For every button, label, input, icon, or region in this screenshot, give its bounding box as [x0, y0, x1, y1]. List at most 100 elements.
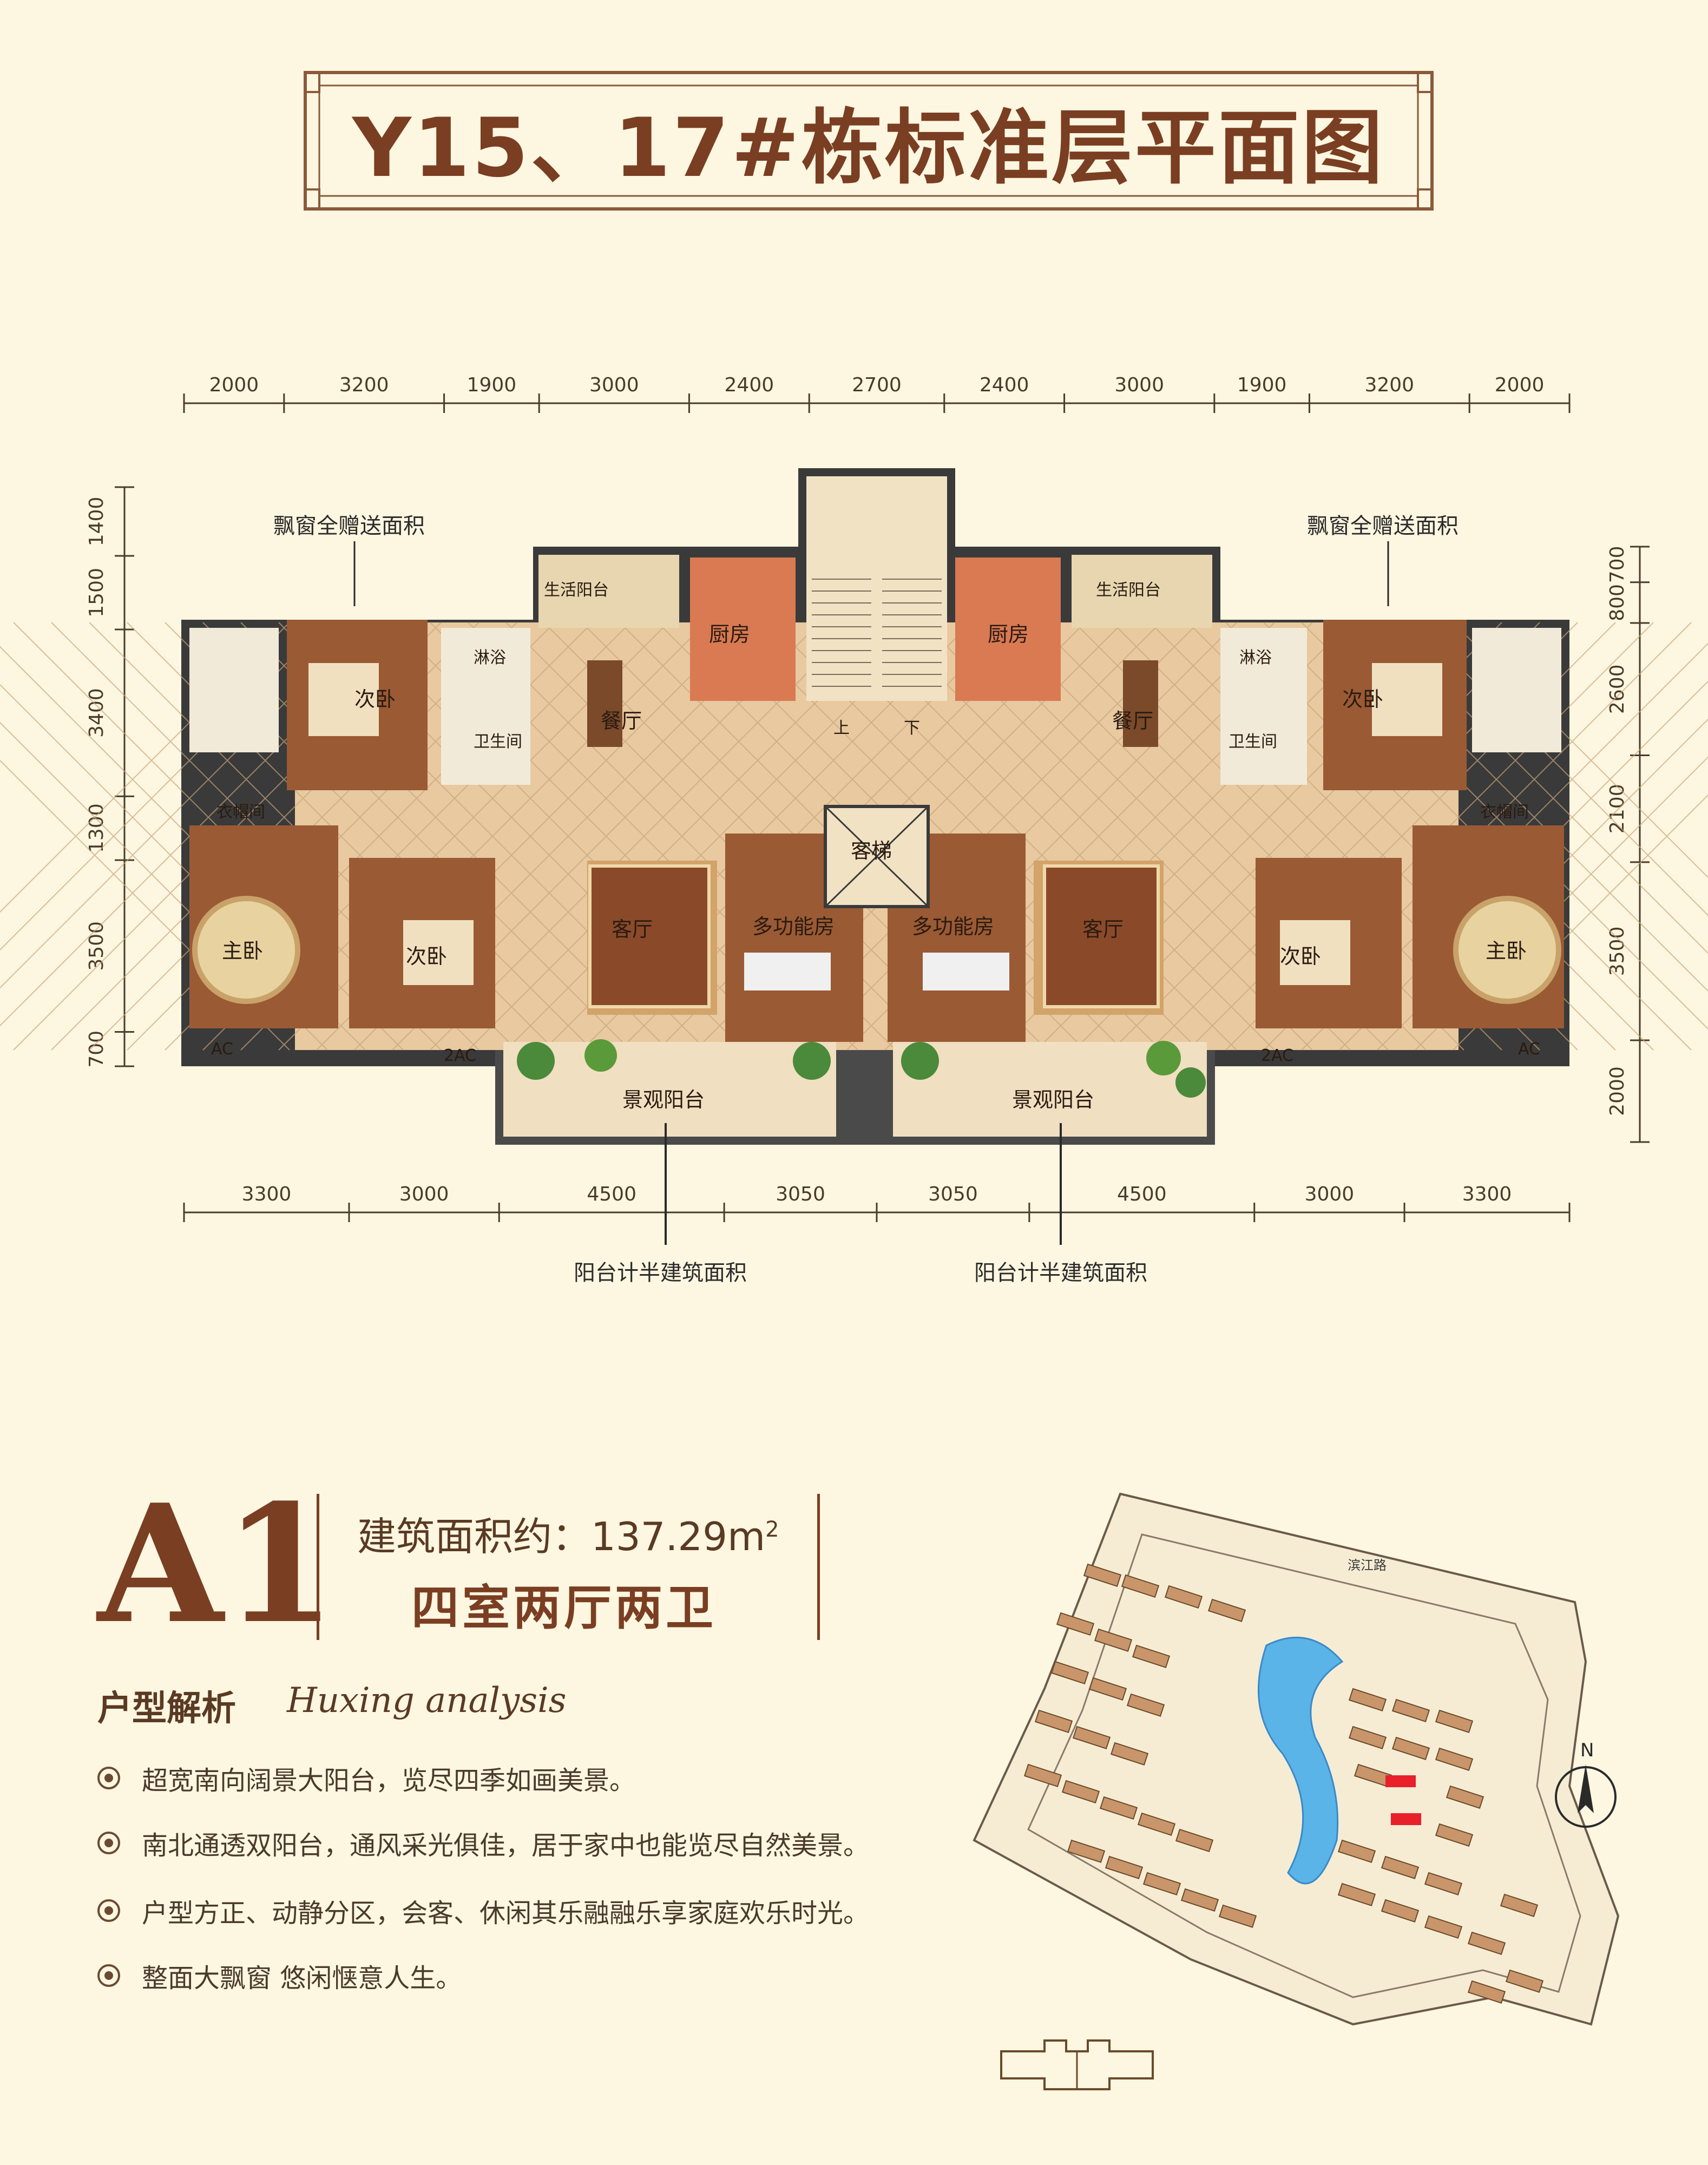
site-building — [1105, 1855, 1144, 1879]
label-shower-left: 淋浴 — [474, 648, 506, 667]
stair-core — [806, 476, 947, 908]
landscape-balconies — [503, 1039, 1207, 1137]
label-service-balcony-right: 生活阳台 — [1096, 581, 1161, 600]
site-building — [1175, 1828, 1214, 1852]
dimension-label: 3000 — [589, 374, 639, 396]
dimension-label: 2000 — [1606, 1066, 1628, 1116]
key-plan-thumbnail — [1000, 2039, 1154, 2090]
left-unit-rooms — [189, 555, 863, 1042]
label-ac-left: AC — [211, 1040, 233, 1059]
label-living-left: 客厅 — [612, 917, 653, 941]
site-building — [1435, 1709, 1474, 1733]
page-title: Y15、17#栋标准层平面图 — [352, 101, 1385, 195]
site-building — [1500, 1893, 1539, 1917]
site-building — [1083, 1563, 1122, 1587]
label-second-bed-right: 次卧 — [1280, 944, 1321, 968]
site-building — [1505, 1969, 1544, 1993]
site-building — [1381, 1899, 1420, 1923]
label-second-bed-right-north: 次卧 — [1342, 687, 1383, 711]
dimension-label: 1900 — [1237, 374, 1287, 396]
site-building — [1132, 1644, 1171, 1668]
label-shower-right: 淋浴 — [1239, 648, 1272, 667]
area-line: 建筑面积约：137.29m2 — [357, 1505, 779, 1562]
label-multi-left: 多功能房 — [752, 915, 835, 939]
site-building — [1072, 1726, 1111, 1749]
label-dining-right: 餐厅 — [1112, 709, 1153, 733]
site-building — [1164, 1585, 1203, 1609]
dimension-label: 4500 — [1117, 1183, 1167, 1205]
dimension-label: 2400 — [980, 374, 1029, 396]
bullet-icon — [97, 1832, 120, 1854]
site-building — [1088, 1677, 1127, 1701]
dimension-label: 3200 — [1364, 374, 1414, 396]
label-master-bed-left: 主卧 — [222, 939, 263, 963]
site-building — [1424, 1915, 1463, 1939]
label-landscape-balcony-left: 景观阳台 — [622, 1088, 705, 1112]
label-wardrobe-left: 衣帽间 — [216, 803, 265, 822]
site-building — [1435, 1747, 1474, 1771]
label-second-bed-left-north: 次卧 — [354, 687, 396, 711]
area-unit-sup: 2 — [765, 1517, 779, 1542]
label-bath-right: 卫生间 — [1229, 732, 1277, 751]
feature-item: 南北通透双阳台，通风采光俱佳，居于家中也能览尽自然美景。 — [97, 1824, 869, 1862]
dimension-label: 2000 — [209, 374, 259, 396]
dimension-label: 3300 — [242, 1183, 292, 1205]
label-stair-up: 上 — [833, 719, 850, 738]
site-building — [1467, 1931, 1506, 1955]
north-label: N — [1580, 1740, 1594, 1761]
dimension-label: 1900 — [467, 374, 517, 396]
analysis-subtitle: Huxing analysis — [287, 1681, 567, 1721]
site-building — [1121, 1574, 1160, 1598]
feature-item: 户型方正、动静分区，会客、休闲其乐融融乐享家庭欢乐时光。 — [97, 1892, 869, 1930]
dimension-label: 3300 — [1462, 1183, 1512, 1205]
site-building — [1424, 1872, 1463, 1895]
dimension-label: 800 — [1606, 584, 1628, 621]
area-label: 建筑面积约： — [357, 1514, 592, 1559]
dimension-label: 3000 — [399, 1183, 449, 1205]
feature-item: 整面大飘窗 悠闲惬意人生。 — [97, 1957, 462, 1995]
dimension-label: 3000 — [1114, 374, 1164, 396]
analysis-title: 户型解析 — [97, 1689, 236, 1729]
site-building — [1218, 1904, 1257, 1928]
site-building — [1337, 1882, 1376, 1906]
label-wardrobe-right: 衣帽间 — [1480, 803, 1529, 822]
label-dining-left: 餐厅 — [601, 709, 642, 733]
room-labels: 生活阳台 生活阳台 厨房 厨房 餐厅 餐厅 客厅 客厅 多功能房 多功能房 主卧… — [211, 581, 1540, 1112]
site-building — [1391, 1736, 1430, 1760]
dimension-label: 2100 — [1606, 784, 1628, 834]
divider-right — [817, 1494, 820, 1640]
note-balcony-right: 阳台计半建筑面积 — [974, 1261, 1147, 1285]
feature-text: 超宽南向阔景大阳台，览尽四季如画美景。 — [142, 1766, 636, 1796]
dimension-label: 700 — [1606, 546, 1628, 583]
annotations: 飘窗全赠送面积 飘窗全赠送面积 阳台计半建筑面积 阳台计半建筑面积 — [273, 514, 1459, 1285]
site-building — [1023, 1763, 1062, 1787]
site-building — [1381, 1855, 1420, 1879]
site-building — [1061, 1780, 1100, 1803]
site-building — [1337, 1839, 1376, 1863]
label-landscape-balcony-right: 景观阳台 — [1012, 1088, 1094, 1112]
dimension-label: 3200 — [339, 374, 389, 396]
label-elevator: 客梯 — [851, 839, 892, 863]
site-building — [1391, 1698, 1430, 1722]
site-building — [1137, 1812, 1176, 1836]
highlight-building — [1391, 1813, 1421, 1825]
highlight-building — [1385, 1775, 1416, 1787]
site-building — [1348, 1726, 1387, 1749]
site-building — [1099, 1796, 1138, 1820]
note-balcony-left: 阳台计半建筑面积 — [574, 1261, 747, 1285]
feature-text: 户型方正、动静分区，会客、休闲其乐融融乐享家庭欢乐时光。 — [142, 1898, 870, 1928]
label-master-bed-right: 主卧 — [1486, 939, 1527, 963]
bullet-icon — [97, 1964, 120, 1987]
furniture — [192, 660, 1561, 1008]
dimension-label: 4500 — [587, 1183, 636, 1205]
site-building — [1034, 1709, 1073, 1733]
site-building — [1067, 1839, 1106, 1863]
area-value: 137.29m — [591, 1514, 766, 1559]
dimension-label: 2700 — [852, 374, 902, 396]
label-2ac-right: 2AC — [1261, 1046, 1293, 1065]
